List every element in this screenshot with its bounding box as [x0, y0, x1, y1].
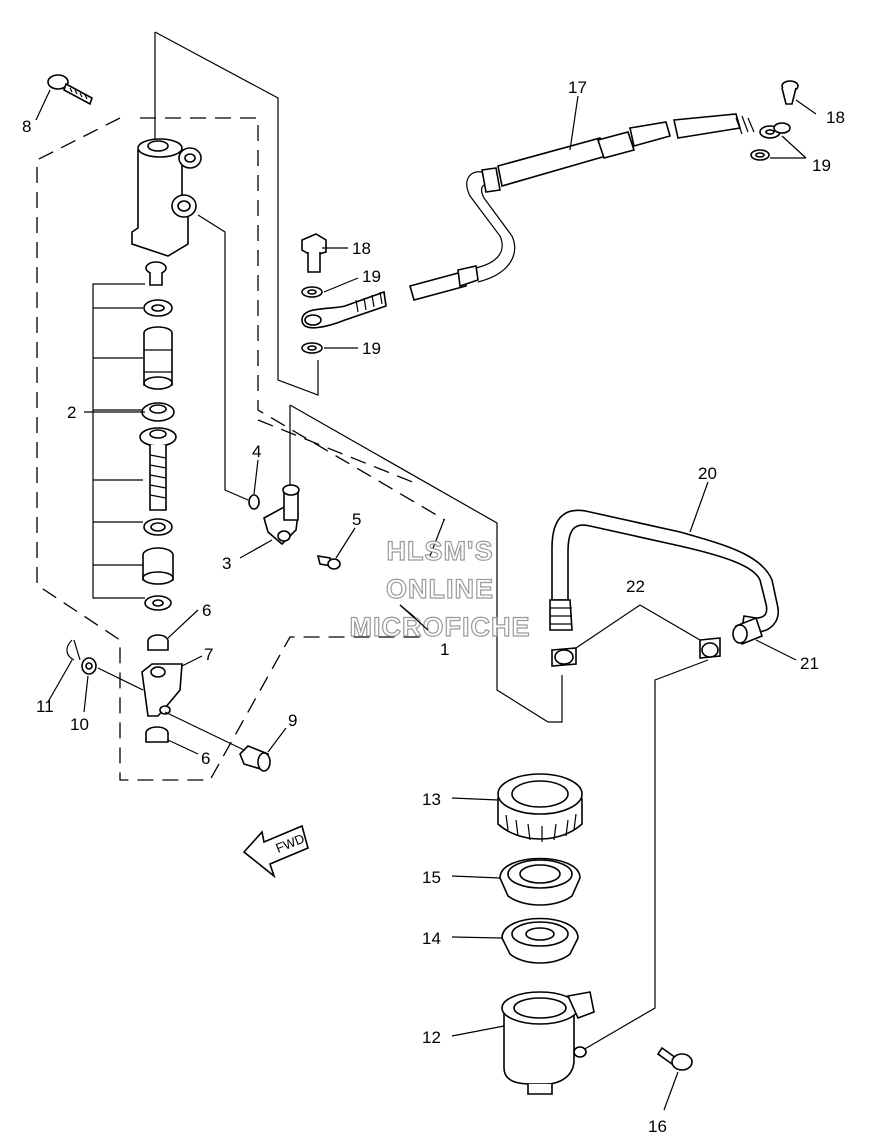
- reservoir-parts: [497, 773, 693, 1095]
- callout-leaders: [35, 89, 817, 1111]
- callout-9: 9: [288, 711, 297, 730]
- callout-18b: 18: [826, 108, 845, 127]
- elbow-fitting: [248, 484, 341, 570]
- callout-12: 12: [422, 1028, 441, 1047]
- callout-8: 8: [22, 117, 31, 136]
- clevis-parts: [66, 634, 271, 772]
- watermark: HLSM'S ONLINE MICROFICHE: [349, 535, 531, 642]
- banjo-bolts: [301, 80, 807, 354]
- callout-1: 1: [440, 640, 449, 659]
- watermark-line-1: HLSM'S: [387, 536, 494, 566]
- callout-20: 20: [698, 464, 717, 483]
- brake-hose-17: [301, 113, 781, 329]
- callout-16: 16: [648, 1117, 667, 1136]
- piston-kit: [139, 261, 177, 611]
- bracket-part-2: [92, 283, 145, 599]
- callout-21: 21: [800, 654, 819, 673]
- master-cylinder-body: [131, 138, 202, 257]
- callout-18a: 18: [352, 239, 371, 258]
- callout-2: 2: [67, 403, 76, 422]
- reservoir-hose-20: [549, 509, 780, 667]
- callout-13: 13: [422, 790, 441, 809]
- callout-19b: 19: [362, 339, 381, 358]
- callout-19c: 19: [812, 156, 831, 175]
- watermark-line-3: MICROFICHE: [350, 612, 531, 642]
- callout-4: 4: [252, 442, 261, 461]
- assembly-dashed-lines: [36, 117, 446, 781]
- bolt-8: [47, 74, 93, 106]
- callout-14: 14: [422, 929, 441, 948]
- callout-10: 10: [70, 715, 89, 734]
- callout-22: 22: [626, 577, 645, 596]
- callout-3: 3: [222, 554, 231, 573]
- callout-7: 7: [204, 645, 213, 664]
- callout-15: 15: [422, 868, 441, 887]
- callout-19a: 19: [362, 267, 381, 286]
- callout-17: 17: [568, 78, 587, 97]
- routing-lines: [154, 31, 709, 1051]
- callout-11: 11: [36, 697, 54, 716]
- callout-labels: 1 2 3 4 5 6 6 7 8 9 10 11 12 13 14 15 16…: [22, 78, 845, 1136]
- fwd-arrow: FWD: [242, 824, 309, 879]
- watermark-line-2: ONLINE: [386, 574, 494, 604]
- callout-5: 5: [352, 510, 361, 529]
- callout-6a: 6: [202, 601, 211, 620]
- callout-6b: 6: [201, 749, 210, 768]
